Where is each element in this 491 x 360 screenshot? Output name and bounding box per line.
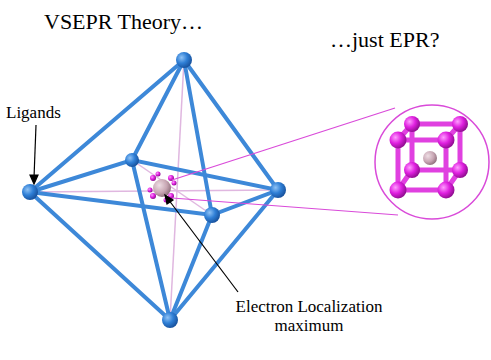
ligand-label: Ligands [6, 104, 61, 123]
subheading-text: …just EPR? [330, 28, 439, 52]
heading-text: VSEPR Theory… [44, 10, 203, 34]
callout-label: Electron Localization maximum [214, 298, 404, 335]
